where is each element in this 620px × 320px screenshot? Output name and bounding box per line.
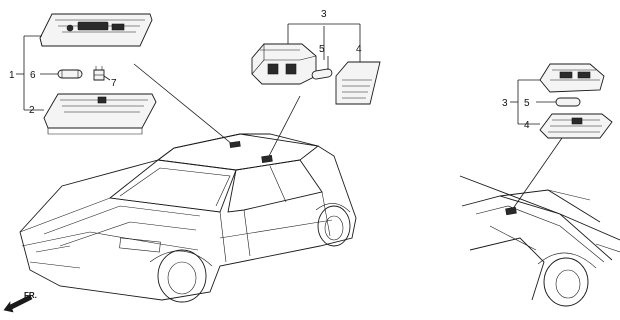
bulb-5 (311, 68, 333, 80)
center-light-assembly: 3 5 4 (251, 9, 381, 159)
left-light-assembly: 1 2 6 7 (9, 13, 233, 145)
callout-3-center: 3 (321, 9, 327, 20)
callout-5-center: 5 (319, 44, 325, 55)
callout-1: 1 (9, 70, 15, 81)
direction-arrow-icon (3, 294, 33, 313)
socket-7 (93, 66, 105, 81)
front-direction-indicator: FR. (3, 291, 37, 313)
callout-2: 2 (29, 105, 35, 116)
right-light-housing (539, 63, 605, 93)
bulb-6 (57, 69, 83, 79)
sedan-light-marker (505, 206, 517, 216)
lens-4 (335, 61, 381, 105)
roof-light-marker (229, 140, 241, 149)
callout-5-right: 5 (524, 98, 530, 109)
right-bulb-5 (555, 97, 581, 107)
callout-4-right: 4 (524, 120, 530, 131)
right-light-assembly: 3 5 4 (502, 63, 613, 211)
dome-light-base (43, 93, 157, 135)
callout-3-right: 3 (502, 98, 508, 109)
callout-4-center: 4 (356, 44, 362, 55)
map-light-marker (261, 154, 273, 164)
map-light-housing (251, 43, 317, 85)
hatchback-car (19, 133, 357, 303)
callout-7: 7 (111, 78, 117, 89)
direction-label: FR. (24, 291, 37, 300)
sedan-car-partial (459, 175, 620, 307)
right-lens-4 (539, 113, 613, 139)
callout-6: 6 (30, 70, 36, 81)
dome-light-upper-housing (39, 13, 153, 47)
